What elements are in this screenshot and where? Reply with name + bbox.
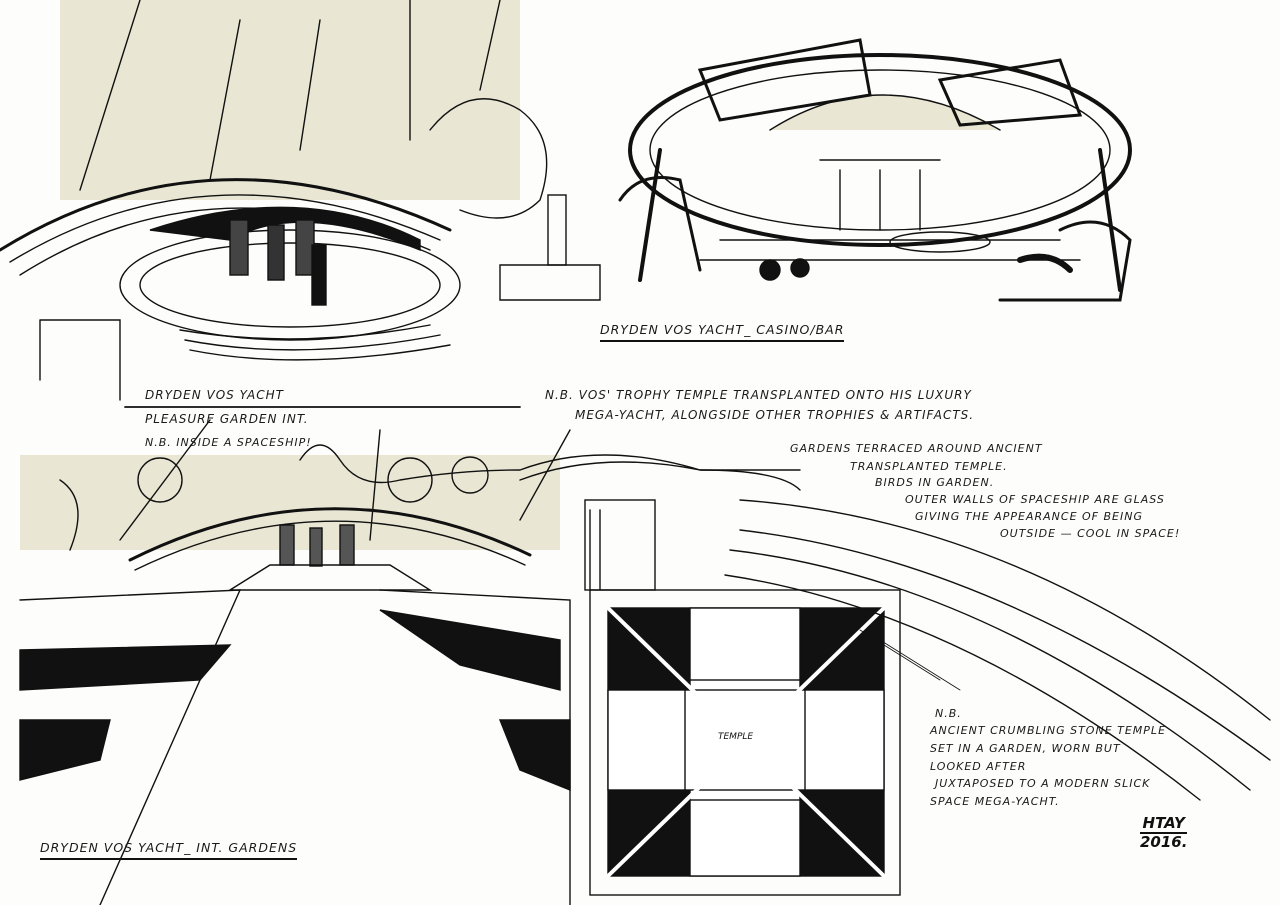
note-terraced-line5: GIVING THE APPEARANCE OF BEING [915, 510, 1143, 523]
note-terraced-line2: TRANSPLANTED TEMPLE. [850, 460, 1008, 473]
terrace-arcs [299, 444, 1271, 801]
note-ancient-line5: JUXTAPOSED TO A MODERN SLICK [935, 777, 1151, 790]
note-ancient-line4: LOOKED AFTER [930, 760, 1027, 773]
signature-name: HTAY [1142, 814, 1185, 832]
caption-pleasure-garden-note: N.B. INSIDE A SPACESHIP! [145, 436, 312, 449]
note-ancient-line2: ANCIENT CRUMBLING STONE TEMPLE [930, 724, 1167, 737]
note-terraced-line3: BIRDS IN GARDEN. [875, 476, 995, 489]
signature-year: 2016. [1140, 831, 1188, 851]
casino-bar-sketch [618, 38, 1132, 302]
note-terraced-line4: OUTER WALLS OF SPACESHIP ARE GLASS [905, 493, 1165, 506]
note-ancient-line3: SET IN A GARDEN, WORN BUT [930, 742, 1121, 755]
artist-signature: HTAY 2016. [1140, 814, 1188, 851]
note-trophy-line1: N.B. VOS' TROPHY TEMPLE TRANSPLANTED ONT… [545, 388, 972, 402]
interior-gardens-sketch [19, 419, 571, 905]
caption-gardens: DRYDEN VOS YACHT_ INT. GARDENS [40, 840, 298, 860]
temple-plan [584, 499, 901, 896]
caption-pleasure-garden-line2: PLEASURE GARDEN INT. [145, 412, 309, 426]
note-trophy-line2: MEGA-YACHT, ALONGSIDE OTHER TROPHIES & A… [575, 408, 975, 422]
note-terraced-line1: GARDENS TERRACED AROUND ANCIENT [790, 442, 1043, 455]
pleasure-garden-sketch [0, 0, 601, 401]
note-ancient-line6: SPACE MEGA-YACHT. [930, 795, 1060, 808]
caption-casino: DRYDEN VOS YACHT_ CASINO/BAR [600, 322, 845, 342]
caption-pleasure-garden-line1: DRYDEN VOS YACHT [145, 388, 284, 402]
note-ancient-line1: N.B. [935, 707, 962, 720]
note-terraced-line6: OUTSIDE — COOL IN SPACE! [1000, 527, 1181, 540]
temple-plan-label: TEMPLE [718, 732, 754, 742]
